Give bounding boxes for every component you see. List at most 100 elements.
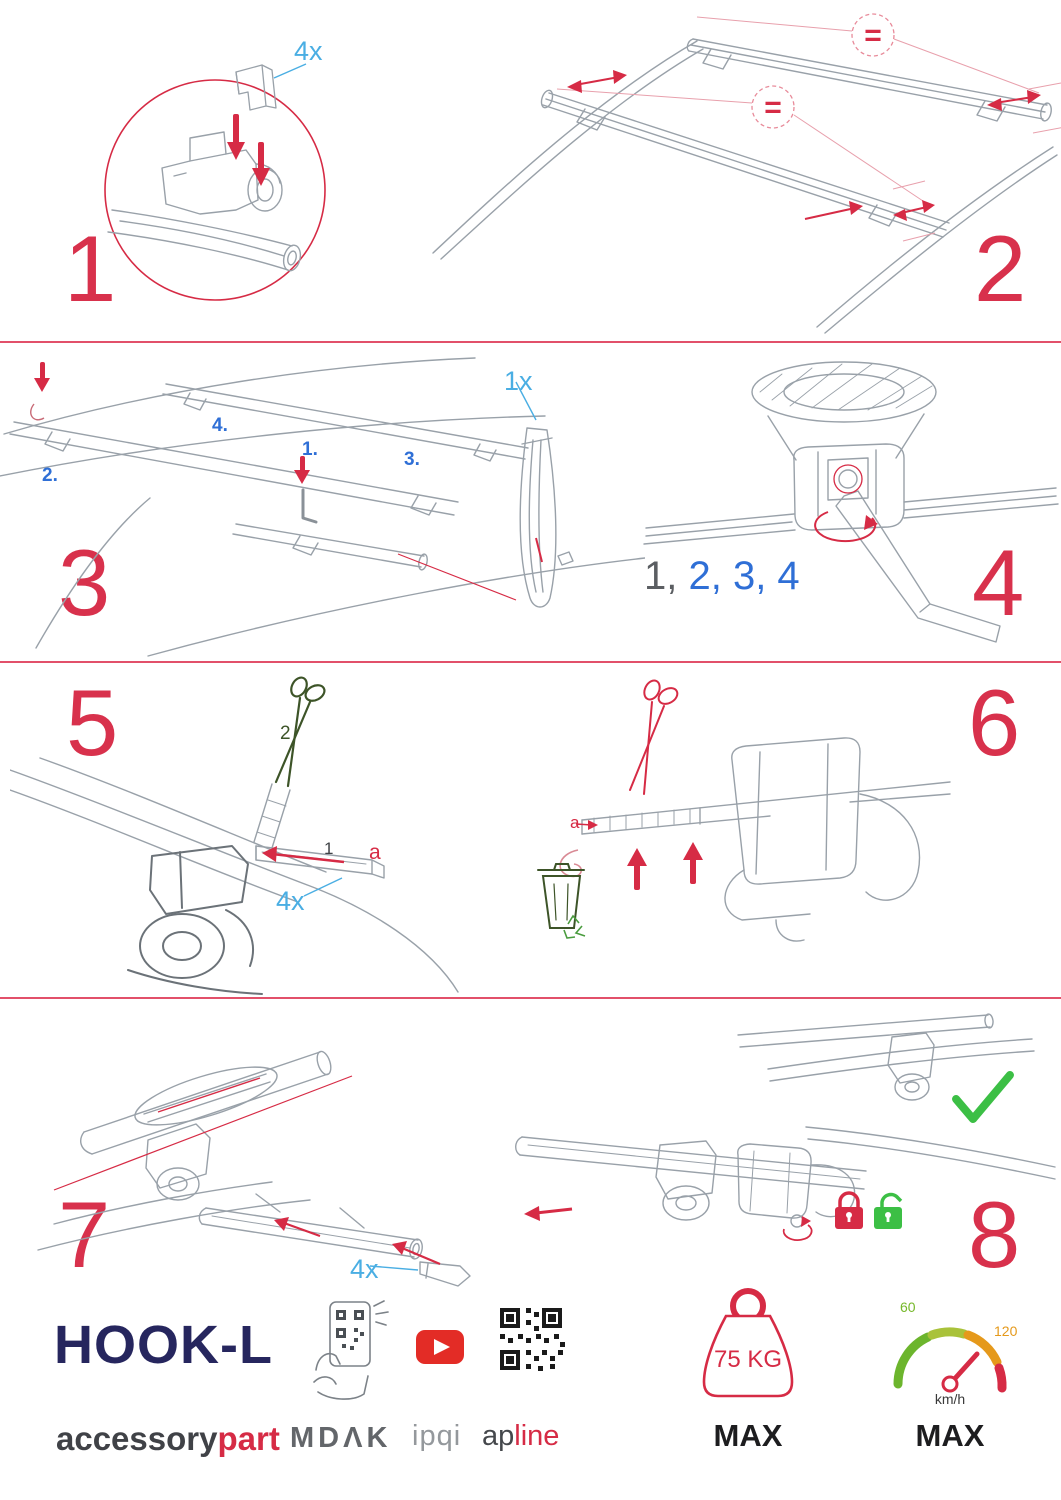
lower-bar [235, 523, 425, 557]
trash-bin-icon [537, 863, 585, 929]
qr-code [500, 1308, 565, 1371]
strap-curl [30, 403, 45, 421]
speed-high-label: 120 [994, 1323, 1018, 1339]
product-name: HOOK-L [54, 1315, 273, 1375]
step5-illustration [10, 676, 459, 995]
equal-badge-mid: = [751, 85, 795, 129]
step3-red-marks [34, 362, 310, 484]
step3-sub-3: 3. [404, 449, 420, 470]
rotate-arrow [814, 511, 877, 543]
logo-ap: ap [482, 1420, 515, 1452]
weight-max-icon [702, 1288, 794, 1398]
step4-sequence-text: 1, 2, 3, 4 [644, 556, 800, 596]
step3-sub-4: 4. [212, 415, 228, 436]
clamp-a [655, 1140, 717, 1200]
strap-leader-line [397, 553, 517, 601]
step3-illustration [0, 357, 645, 657]
qty-leader-line [369, 1265, 419, 1271]
section-divider-3 [0, 997, 1061, 999]
brand-part: part [217, 1420, 280, 1457]
section-divider-2 [0, 661, 1061, 663]
strap-hanging [519, 427, 557, 608]
step7-qty-label: 4x [350, 1254, 379, 1284]
youtube-icon [416, 1330, 464, 1364]
hook-part [235, 64, 277, 111]
sequence-rest: 2, 3, 4 [677, 554, 800, 598]
equal-sign-mid: = [764, 91, 782, 124]
step5-label-a: a [369, 841, 381, 864]
brand-accessory: accessory [56, 1420, 218, 1457]
logo-ipqi: ipqi [412, 1420, 462, 1452]
weight-value: 75 KG [713, 1346, 783, 1373]
sequence-first: 1, [644, 554, 678, 598]
screw-highlight [833, 464, 863, 494]
speed-low-label: 60 [900, 1299, 916, 1315]
logo-mdak: MDΛK [290, 1422, 392, 1454]
step-8-number: 8 [968, 1182, 1021, 1287]
brand-logo: accessorypart [56, 1422, 280, 1455]
front-bar [13, 421, 459, 503]
speed-unit-label: km/h [934, 1391, 966, 1407]
cap-arrows [274, 1217, 441, 1266]
step-3-number: 3 [58, 530, 111, 635]
recycle-icon [563, 914, 586, 939]
step-6-number: 6 [968, 670, 1021, 775]
long-red-guide [53, 1075, 353, 1191]
strap-red-detail [535, 537, 543, 563]
step5-qty-label: 4x [276, 886, 305, 916]
weight-max-label: MAX [713, 1418, 783, 1453]
speed-max-label: MAX [915, 1418, 985, 1453]
logo-line: line [514, 1420, 560, 1452]
slide-arrow [524, 1206, 573, 1221]
phone-qr-icon [313, 1300, 389, 1400]
qty-leader-line [273, 63, 307, 79]
scissors-red-icon [629, 679, 679, 795]
clamp-body [161, 131, 259, 215]
step6-label-a: a [570, 813, 580, 832]
foot-pad-top [751, 361, 937, 423]
clamp-body [793, 443, 905, 531]
rear-bar [165, 383, 529, 449]
mini-clamp [887, 1032, 935, 1084]
step2-illustration: = = [432, 13, 1061, 334]
step-4-number: 4 [972, 530, 1025, 635]
lock-cover [737, 1143, 812, 1219]
strap-band [581, 807, 701, 835]
section-divider-1 [0, 341, 1061, 343]
step-5-number: 5 [66, 670, 119, 775]
step-1-number: 1 [64, 216, 117, 321]
adjust-arrows [567, 70, 1041, 221]
insert-arrows-icon [227, 114, 270, 186]
crossbar-front [548, 92, 950, 224]
step3-sub-2: 2. [42, 465, 58, 486]
allen-key [835, 490, 1001, 643]
padlock-closed-icon [835, 1191, 863, 1229]
a-pointer [575, 820, 598, 830]
main-bar [521, 1136, 867, 1172]
strap [253, 783, 291, 849]
step7-illustration [37, 1050, 471, 1287]
qr-modules [500, 1308, 565, 1371]
step5-label-2: 2 [280, 723, 291, 744]
qty-leader-line [515, 381, 537, 421]
step5-label-1: 1 [324, 839, 334, 858]
strap-red-line [157, 1077, 261, 1113]
equal-leader-lines [556, 16, 1061, 242]
end-cap [419, 1261, 471, 1287]
step3-sub-1: 1. [302, 439, 318, 460]
allen-key-small [301, 488, 318, 524]
equal-badge-top: = [851, 13, 895, 57]
lift-arrows [627, 842, 703, 890]
crossbar-rear [692, 38, 1048, 106]
rotate-screw-arrow [782, 1216, 813, 1241]
clamp [145, 1123, 211, 1189]
lower-bar [205, 1207, 419, 1241]
mini-bar [737, 1014, 989, 1036]
step1-qty-label: 4x [294, 36, 323, 66]
logo-apline: apline [482, 1422, 559, 1451]
qty-leader-line [303, 877, 343, 897]
upper-bar [83, 1051, 321, 1133]
speedometer-icon [893, 1327, 1007, 1393]
step6-illustration [537, 679, 951, 942]
